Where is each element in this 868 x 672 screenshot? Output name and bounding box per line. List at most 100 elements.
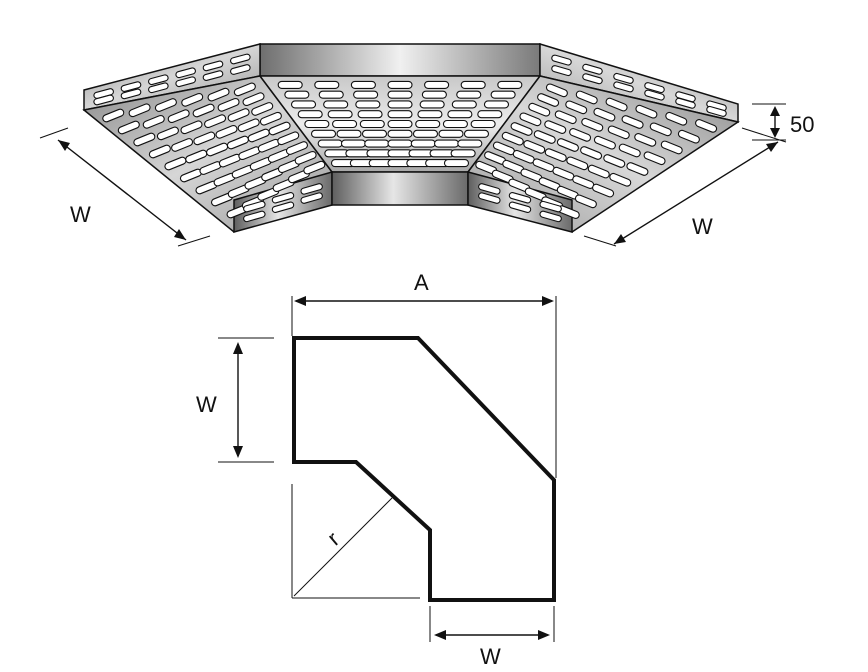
perforation-slot xyxy=(332,119,358,129)
dimension-height-50: 50 xyxy=(752,103,814,141)
perforation-slot xyxy=(243,210,266,223)
perforation-slot xyxy=(603,154,626,168)
perforation-slot xyxy=(587,164,610,179)
perforation-slot xyxy=(593,135,616,150)
perforation-slot xyxy=(242,92,265,107)
perforation-slot xyxy=(181,92,204,107)
perforation-slot xyxy=(202,70,224,81)
perforation-slot xyxy=(609,172,632,187)
perforation-slot xyxy=(148,82,169,94)
perforation-slot xyxy=(457,139,483,148)
perforation-slot xyxy=(120,88,142,100)
perforation-slot xyxy=(294,150,317,165)
perforation-slot xyxy=(284,90,310,99)
perforation-slot xyxy=(303,160,326,175)
perforation-slot xyxy=(324,149,350,158)
perforation-slot xyxy=(93,94,114,106)
perforation-slot xyxy=(277,131,300,146)
perforation-slot xyxy=(353,90,379,99)
tray-plan-view xyxy=(292,336,556,602)
perforation-slot xyxy=(539,210,562,223)
perforation-slot xyxy=(519,112,542,127)
perforation-slot xyxy=(450,149,476,158)
perforation-slot xyxy=(128,103,151,118)
perforation-slot xyxy=(357,110,383,119)
perforation-slot xyxy=(215,124,238,139)
perforation-slot xyxy=(470,119,496,129)
perforation-slot xyxy=(649,122,672,137)
dimension-w-bottom-plan: W xyxy=(429,606,555,669)
perforation-slot xyxy=(545,83,568,98)
dimension-w-left-3d: W xyxy=(39,127,211,247)
perforation-slot xyxy=(271,191,295,204)
perforation-slot xyxy=(415,119,441,129)
perforation-slot xyxy=(443,159,470,168)
perforation-slot xyxy=(592,183,615,198)
perforation-slot xyxy=(193,131,216,146)
perforation-slot xyxy=(387,80,413,89)
perforation-slot xyxy=(233,82,256,97)
perforation-slot xyxy=(148,144,171,159)
perforation-slot xyxy=(102,108,125,123)
perforation-slot xyxy=(551,65,572,77)
perforation-slot xyxy=(421,90,447,99)
perforation-slot xyxy=(259,111,282,126)
perforation-slot xyxy=(192,103,215,118)
perforation-slot xyxy=(665,111,688,126)
perforation-slot xyxy=(544,148,567,162)
label-height-50: 50 xyxy=(790,112,814,137)
tray-front-middle-wall xyxy=(331,171,469,206)
perforation-slot xyxy=(156,126,179,141)
perforation-slot xyxy=(387,129,413,138)
perforation-slot xyxy=(345,149,371,158)
perforation-slot xyxy=(490,90,516,99)
perforation-slot xyxy=(336,129,362,138)
perforation-slot xyxy=(582,63,603,75)
perforation-slot xyxy=(675,97,696,109)
perforation-slot xyxy=(148,74,169,86)
perforation-slot xyxy=(429,149,455,158)
perforation-slot xyxy=(408,149,434,158)
perforation-slot xyxy=(566,156,589,171)
perforation-slot xyxy=(523,140,546,154)
perforation-slot xyxy=(544,120,567,134)
perforation-slot xyxy=(120,81,142,92)
perforation-slot xyxy=(575,90,598,105)
perforation-slot xyxy=(204,114,227,129)
perforation-slot xyxy=(456,90,482,99)
perforation-slot xyxy=(463,129,490,138)
perforation-slot xyxy=(387,119,413,129)
perforation-slot xyxy=(424,80,450,89)
perforation-slot xyxy=(569,128,592,142)
perforation-slot xyxy=(501,131,524,146)
perforation-slot xyxy=(644,82,665,94)
perforation-slot xyxy=(167,109,190,124)
perforation-slot xyxy=(202,60,224,72)
perforation-slot xyxy=(314,80,340,89)
perforation-slot xyxy=(175,67,196,79)
label-w-right-3d: W xyxy=(692,214,713,239)
perforation-slot xyxy=(706,105,727,117)
perforation-slot xyxy=(508,191,532,204)
perforation-slot xyxy=(497,80,523,89)
perforation-slot xyxy=(447,110,473,119)
dimension-a: A xyxy=(291,270,557,478)
perforation-slot xyxy=(175,76,196,88)
perforation-slot xyxy=(133,132,156,147)
perforation-slot xyxy=(460,80,486,89)
perforation-slot xyxy=(626,162,649,176)
perforation-slot xyxy=(634,133,657,147)
perforation-slot xyxy=(556,138,579,152)
perforation-slot xyxy=(618,143,641,158)
perforation-slot xyxy=(660,140,683,155)
perforation-slot xyxy=(477,110,503,119)
perforation-slot xyxy=(605,97,628,112)
perforation-slot xyxy=(180,120,203,135)
perforation-slot xyxy=(154,98,177,112)
perforation-slot xyxy=(243,200,266,213)
perforation-slot xyxy=(387,100,413,109)
perforation-slot xyxy=(677,129,700,144)
perforation-slot xyxy=(574,194,597,209)
perforation-slot xyxy=(237,118,260,133)
